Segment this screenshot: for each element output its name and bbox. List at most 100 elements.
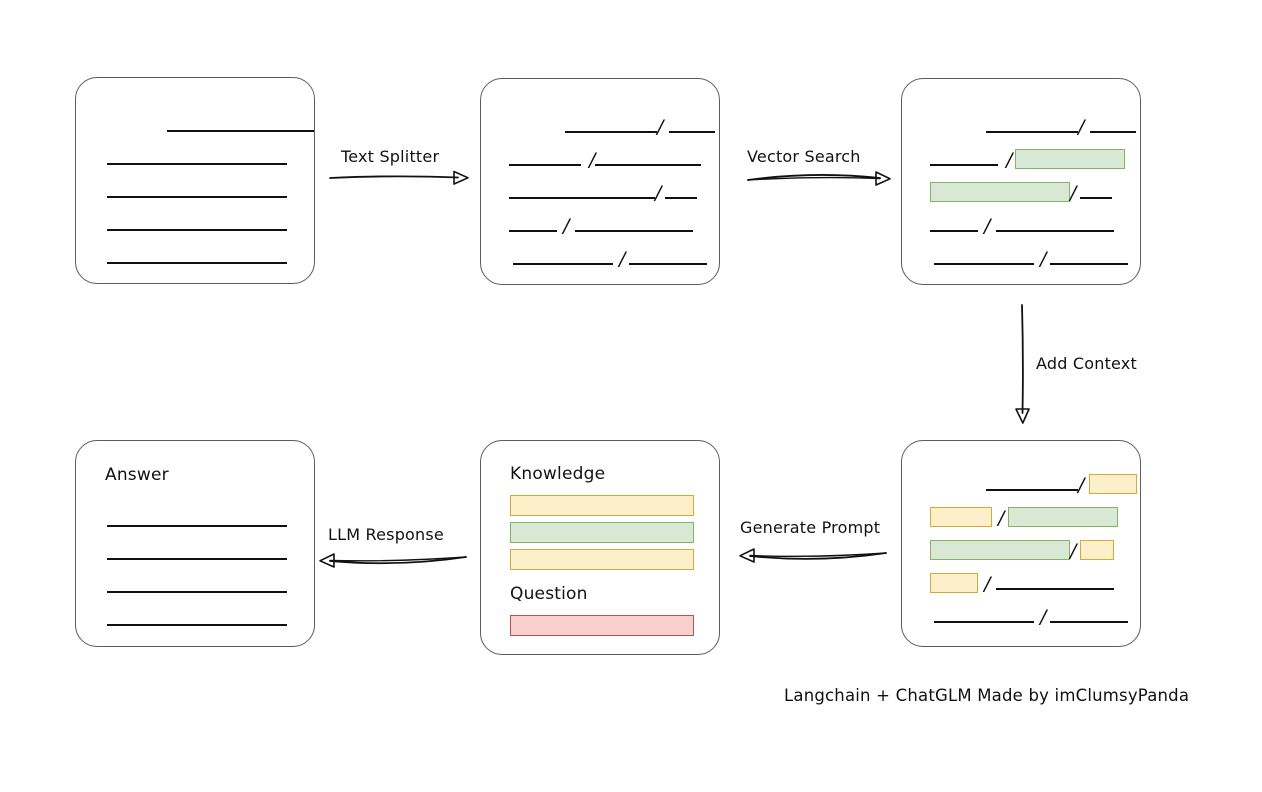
highlight-chip-yellow — [1080, 540, 1115, 560]
highlight-chip-yellow — [930, 507, 992, 527]
prompt-bar-yellow — [510, 549, 694, 570]
text-line-segment — [934, 252, 1034, 265]
separator-slash: / — [984, 215, 991, 237]
prompt-box[interactable]: Knowledge Question — [480, 440, 720, 655]
document-line: / — [930, 570, 1140, 595]
prompt-bar-red — [510, 615, 694, 636]
document-line: / — [930, 146, 1140, 171]
answer-box[interactable]: Answer — [75, 440, 315, 647]
arrow-llm-response — [319, 553, 467, 568]
split-document-box[interactable]: / / / / / — [480, 78, 720, 285]
separator-slash: / — [1006, 149, 1013, 171]
text-line-segment — [665, 186, 698, 199]
document-line — [107, 507, 314, 527]
retrieved-document-box[interactable]: / / / / / — [901, 78, 1141, 285]
text-line-segment — [595, 153, 702, 166]
separator-slash: / — [1040, 606, 1047, 628]
highlight-chip-green — [1008, 507, 1119, 527]
highlight-chip-yellow — [1089, 474, 1138, 494]
text-line-segment — [1090, 120, 1137, 133]
document-line: / — [930, 504, 1140, 529]
document-line: / — [509, 113, 719, 138]
arrow-text-splitter — [329, 170, 469, 185]
document-line — [107, 112, 314, 132]
knowledge-heading: Knowledge — [510, 464, 606, 484]
text-line-segment — [107, 514, 287, 527]
text-line-segment — [513, 252, 613, 265]
text-line-segment — [629, 252, 708, 265]
arrow-label-add-context: Add Context — [1036, 354, 1137, 373]
separator-slash: / — [563, 215, 570, 237]
document-line — [107, 573, 314, 593]
text-line-segment — [509, 219, 557, 232]
document-line: / — [930, 113, 1140, 138]
arrow-generate-prompt — [739, 548, 887, 563]
text-line-segment — [1050, 252, 1129, 265]
arrow-add-context — [1015, 304, 1030, 424]
arrow-label-vector-search: Vector Search — [747, 147, 861, 166]
document-line: / — [930, 537, 1140, 562]
separator-slash: / — [1070, 540, 1077, 562]
separator-slash: / — [1078, 474, 1085, 496]
document-line: / — [930, 603, 1140, 628]
text-line-segment — [669, 120, 716, 133]
separator-slash: / — [589, 149, 596, 171]
text-line-segment — [107, 185, 287, 198]
context-document-box[interactable]: / / / / / — [901, 440, 1141, 647]
document-line: / — [930, 212, 1140, 237]
document-line — [107, 178, 314, 198]
separator-slash: / — [1040, 248, 1047, 270]
text-line-segment — [166, 119, 314, 132]
separator-slash: / — [1070, 182, 1077, 204]
text-line-segment — [509, 186, 655, 199]
text-line-segment — [934, 610, 1034, 623]
text-line-segment — [107, 218, 287, 231]
highlight-chip-yellow — [930, 573, 978, 593]
document-line: / — [509, 146, 719, 171]
document-line — [107, 145, 314, 165]
separator-slash: / — [998, 507, 1005, 529]
arrow-label-text-splitter: Text Splitter — [341, 147, 440, 166]
text-line-segment — [107, 251, 287, 264]
text-line-segment — [107, 613, 287, 626]
text-line-segment — [986, 120, 1078, 133]
text-line-segment — [107, 580, 287, 593]
separator-slash: / — [655, 182, 662, 204]
document-line: / — [509, 212, 719, 237]
text-line-segment — [930, 153, 998, 166]
document-line: / — [930, 179, 1140, 204]
text-line-segment — [509, 153, 581, 166]
arrow-vector-search — [747, 171, 891, 186]
text-line-segment — [996, 219, 1115, 232]
prompt-bar-yellow — [510, 495, 694, 516]
document-line: / — [509, 179, 719, 204]
highlight-chip-green — [930, 182, 1070, 202]
highlight-chip-green — [1015, 149, 1126, 169]
separator-slash: / — [1078, 116, 1085, 138]
highlight-chip-green — [930, 540, 1070, 560]
document-line — [107, 540, 314, 560]
question-heading: Question — [510, 584, 588, 604]
text-line-segment — [575, 219, 694, 232]
separator-slash: / — [984, 573, 991, 595]
prompt-bar-green — [510, 522, 694, 543]
separator-slash: / — [657, 116, 664, 138]
source-document-box[interactable] — [75, 77, 315, 284]
text-line-segment — [107, 547, 287, 560]
text-line-segment — [565, 120, 657, 133]
text-line-segment — [986, 478, 1078, 491]
arrow-label-llm-response: LLM Response — [328, 525, 444, 544]
document-line: / — [930, 471, 1140, 496]
document-line — [107, 211, 314, 231]
text-line-segment — [107, 152, 287, 165]
footer-caption: Langchain + ChatGLM Made by imClumsyPand… — [784, 686, 1190, 705]
document-line: / — [930, 245, 1140, 270]
text-line-segment — [1050, 610, 1129, 623]
document-line — [107, 244, 314, 264]
text-line-segment — [930, 219, 978, 232]
separator-slash: / — [619, 248, 626, 270]
document-line: / — [509, 245, 719, 270]
answer-heading: Answer — [105, 465, 169, 485]
arrow-label-generate-prompt: Generate Prompt — [740, 518, 881, 537]
